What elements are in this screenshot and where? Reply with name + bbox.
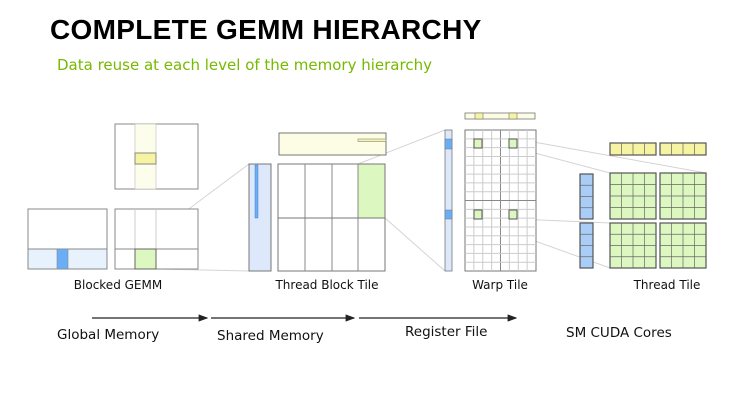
- a-fragment-thread: [579, 222, 594, 269]
- a-fragment-register: [444, 129, 453, 272]
- label-global-memory: Global Memory: [57, 327, 159, 343]
- slide-title: COMPLETE GEMM HIERARCHY: [50, 14, 482, 45]
- c-tile-block: [277, 163, 386, 272]
- accumulator-block: [609, 222, 657, 269]
- label-shared-memory: Shared Memory: [217, 328, 324, 344]
- b-fragment-thread: [609, 142, 657, 156]
- thread-tile: Thread Tile: [579, 142, 707, 292]
- label-warp-tile: Warp Tile: [472, 278, 528, 292]
- blocked-gemm: Blocked GEMM: [27, 123, 199, 292]
- label-thread-tile: Thread Tile: [633, 278, 701, 292]
- thread-block-tile: Thread Block Tile: [248, 132, 387, 292]
- warp-accumulator-grid: [464, 129, 537, 272]
- label-register-file: Register File: [405, 324, 487, 340]
- accumulator-block: [659, 222, 707, 269]
- thread-accumulator-cell: [473, 209, 483, 220]
- label-blocked-gemm: Blocked GEMM: [74, 278, 162, 292]
- warp-tile: Warp Tile: [444, 112, 537, 292]
- label-thread-block-tile: Thread Block Tile: [274, 278, 378, 292]
- matrix-c-global: [114, 208, 199, 270]
- label-sm-cuda-cores: SM CUDA Cores: [566, 325, 672, 341]
- b-tile-shared: [278, 132, 387, 156]
- thread-accumulator-cell: [508, 138, 518, 149]
- a-fragment-thread: [579, 173, 594, 220]
- b-fragment-thread: [659, 142, 707, 156]
- matrix-a-global: [27, 208, 108, 270]
- thread-accumulator-cell: [473, 138, 483, 149]
- accumulator-block: [659, 172, 707, 220]
- thread-accumulator-cell: [508, 209, 518, 220]
- accumulator-block: [609, 172, 657, 220]
- b-fragment-register: [464, 112, 536, 120]
- a-tile-shared: [248, 163, 272, 272]
- matrix-b-global: [114, 123, 199, 190]
- slide-subtitle: Data reuse at each level of the memory h…: [57, 56, 432, 74]
